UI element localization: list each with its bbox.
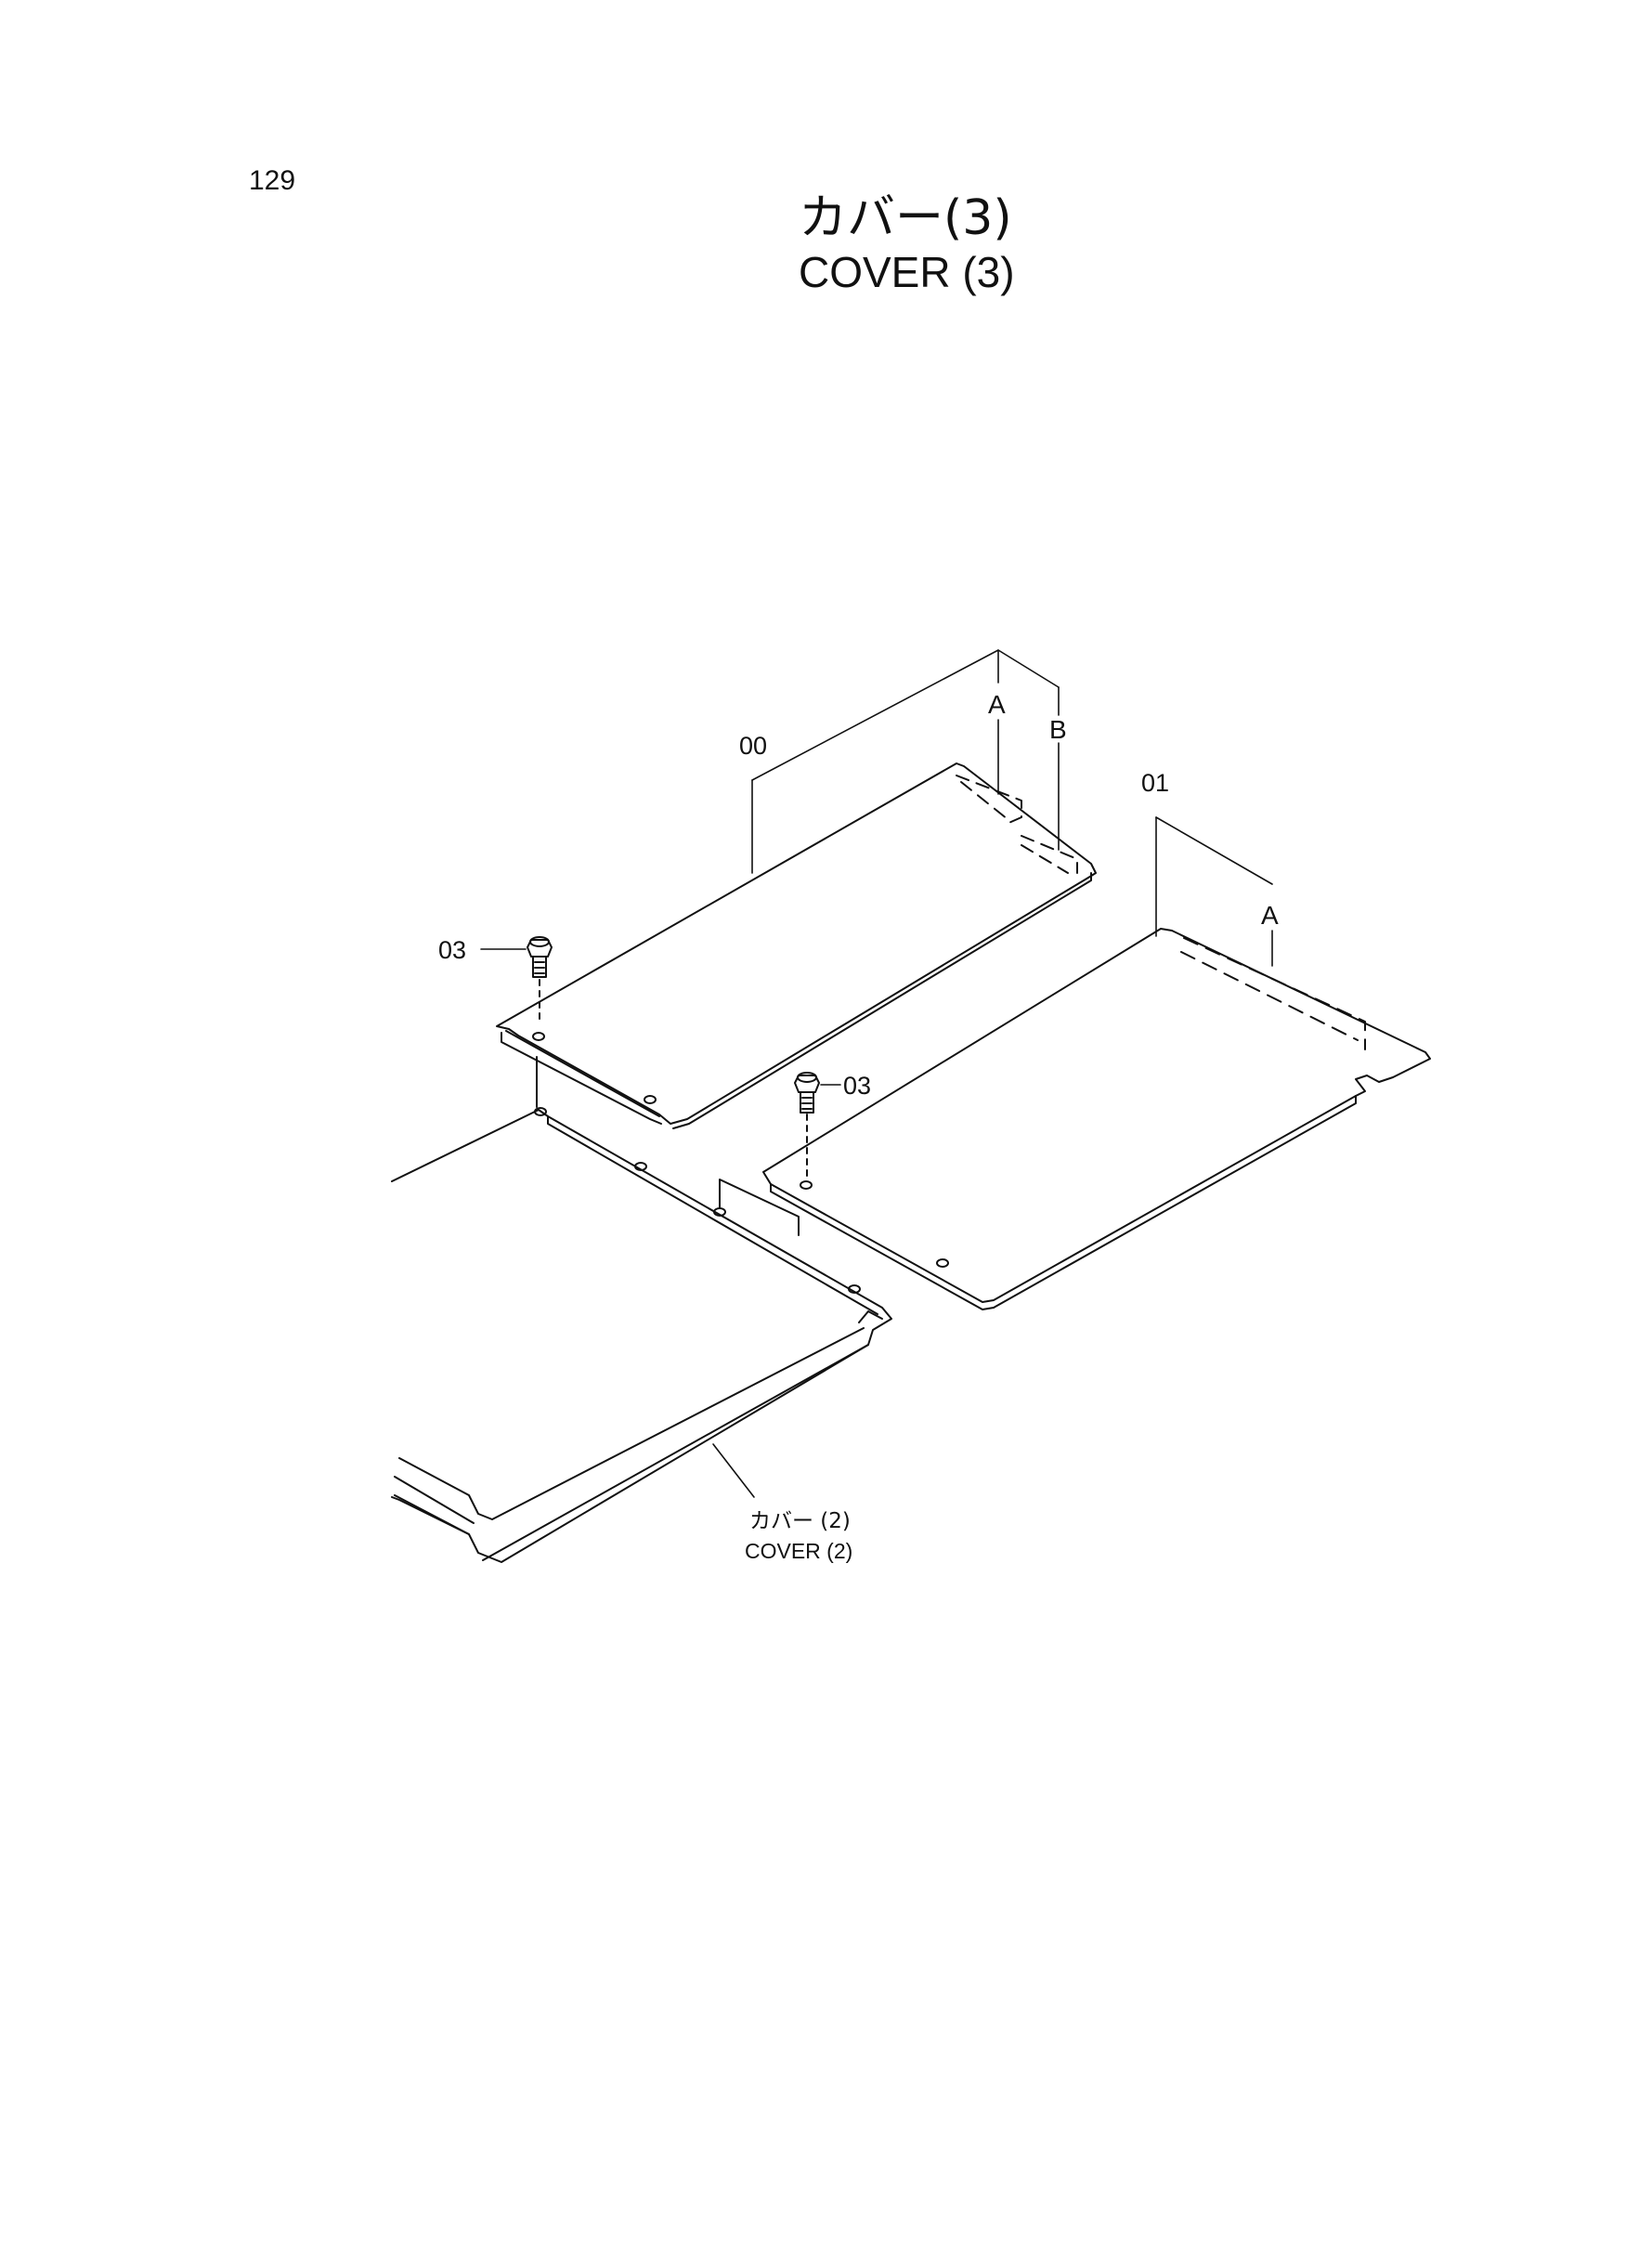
detail-label-a-01: A — [1261, 901, 1279, 930]
part-00-cover — [496, 762, 1097, 1129]
callout-03-left: 03 — [438, 936, 466, 964]
cover-2-panel — [391, 1107, 892, 1563]
detail-label-a-00: A — [988, 690, 1006, 719]
page-title: カバー(3) COVER (3) — [799, 190, 1170, 298]
bolt-03-left — [527, 936, 553, 1108]
page-number: 129 — [249, 165, 296, 196]
bolt-03-right — [794, 1072, 820, 1180]
reference-label-english: COVER (2) — [745, 1539, 852, 1563]
callout-03-right: 03 — [843, 1072, 871, 1100]
part-01-cover — [762, 928, 1431, 1310]
callout-00: 00 — [739, 732, 767, 760]
callout-01: 01 — [1141, 769, 1169, 797]
title-japanese: カバー(3) — [799, 190, 1012, 246]
detail-label-b-00: B — [1049, 715, 1067, 744]
title-english: COVER (3) — [799, 248, 1015, 296]
reference-label-japanese: カバー (2) — [749, 1509, 851, 1533]
leader-lines — [480, 649, 1273, 1498]
